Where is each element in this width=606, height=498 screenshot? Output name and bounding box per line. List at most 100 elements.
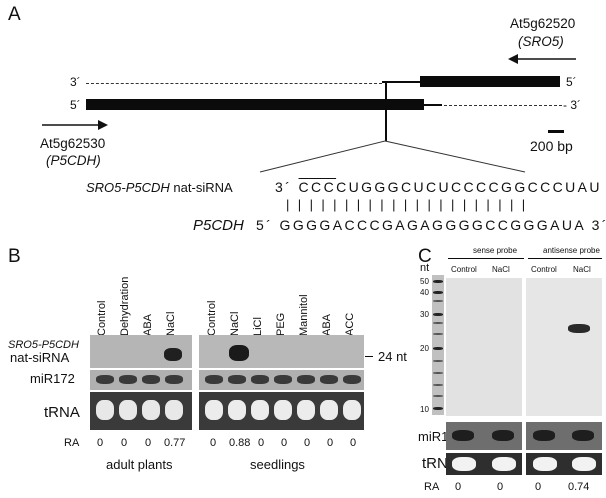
c-trna-band — [533, 457, 557, 471]
bottom-strand-5prime: 5´ — [70, 98, 81, 112]
mir172-band — [297, 375, 315, 384]
zoom-lines — [259, 140, 526, 173]
c-lane-label: NaCl — [573, 265, 591, 274]
mir172-band — [228, 375, 246, 384]
sense-probe-blot — [446, 278, 522, 416]
seedling-lane-label: Control — [206, 300, 218, 336]
ladder-label: 10 — [420, 405, 429, 414]
seedling-sirna-blot — [199, 335, 364, 368]
sense-probe-label: sense probe — [473, 246, 518, 255]
nt-label: nt — [420, 262, 430, 274]
ladder-band — [433, 333, 443, 335]
top-strand-5prime: 5´ — [566, 75, 577, 89]
seedling-ra: 0 — [350, 437, 357, 449]
adult-ra: 0.77 — [164, 437, 186, 449]
trna-band — [142, 400, 160, 420]
adult-lane-label: ABA — [142, 313, 154, 336]
panel-a-letter: A — [8, 4, 21, 25]
trna-band — [228, 400, 246, 420]
mir172-band — [96, 375, 114, 384]
trna-band — [205, 400, 223, 420]
sro5-exon-bar — [420, 76, 560, 87]
target-name: P5CDH — [193, 217, 244, 234]
adult-caption: adult plants — [106, 457, 173, 472]
top-strand-dashed — [86, 83, 382, 84]
seedling-ra: 0 — [304, 437, 311, 449]
scale-bar-label: 200 bp — [530, 138, 573, 154]
c-ra: 0 — [455, 481, 462, 493]
seedling-lane-label: ACC — [344, 312, 356, 336]
c-mir172-band — [452, 430, 474, 441]
c-trna-band — [492, 457, 516, 471]
c-lane-label: Control — [451, 265, 477, 274]
antisense-probe-rule — [528, 258, 602, 259]
seedling-ra: 0.88 — [229, 437, 251, 449]
antisense-probe-label: antisense probe — [543, 246, 600, 255]
seedling-ra: 0 — [210, 437, 217, 449]
target-5prime: 5´ — [256, 217, 274, 233]
ra-label-c: RA — [424, 481, 440, 493]
trna-band — [320, 400, 338, 420]
sirna-label: SRO5-P5CDH nat-siRNA — [86, 180, 233, 195]
c-ra: 0 — [497, 481, 504, 493]
ladder-band — [433, 313, 443, 316]
mir172-band — [165, 375, 183, 384]
mir172-band — [142, 375, 160, 384]
seedling-lane-label: ABA — [321, 313, 333, 336]
ladder-band — [433, 407, 443, 410]
panel-b-letter: B — [8, 246, 21, 267]
trna-band — [119, 400, 137, 420]
target-3prime: 3´ — [591, 217, 606, 233]
c-lane-label: Control — [531, 265, 557, 274]
mir172-band — [251, 375, 269, 384]
antisense-probe-blot — [526, 278, 602, 416]
seedling-lane-label: Mannitol — [298, 294, 310, 336]
trna-band — [343, 400, 361, 420]
sirna-suffix: nat-siRNA — [173, 180, 233, 195]
c-ra: 0 — [535, 481, 542, 493]
c-mir172-band — [492, 430, 514, 441]
ladder-label: 40 — [420, 288, 429, 297]
sirna-3prime: 3´ — [275, 179, 293, 195]
ladder-label: 20 — [420, 344, 429, 353]
panel-c-letter: C — [418, 246, 432, 267]
sense-probe-rule — [448, 258, 524, 259]
size-marker-tick — [365, 356, 373, 358]
adult-ra: 0 — [97, 437, 104, 449]
antisense-nacl-band — [568, 324, 590, 333]
ra-label-b: RA — [64, 437, 80, 449]
ladder-label: 30 — [420, 310, 429, 319]
sro5-gene-name: (SRO5) — [518, 34, 564, 49]
mir172-band — [274, 375, 292, 384]
ladder-band — [433, 360, 443, 362]
target-sequence-line: 5´ GGGGACCCGAGAGGGGCCGGGAUA 3´ — [256, 217, 606, 233]
ladder-band — [433, 322, 443, 324]
trna-band — [274, 400, 292, 420]
mir172-band — [119, 375, 137, 384]
sro5-direction-arrow — [508, 54, 576, 64]
p5cdh-gene-id: At5g62530 — [40, 136, 106, 151]
c-mir172-band — [533, 430, 555, 441]
trna-band — [251, 400, 269, 420]
bottom-strand-dashed — [444, 105, 562, 106]
adult-lane-label: NaCl — [165, 311, 177, 336]
mir172-band — [343, 375, 361, 384]
base-pairing: | | | | | | | | | | | | | | | | | | | | … — [286, 197, 528, 212]
sro5-gene-id: At5g62520 — [510, 16, 576, 31]
adult-ra: 0 — [145, 437, 152, 449]
size-marker-label: 24 nt — [378, 349, 407, 364]
row-label-mir172: miR172 — [30, 371, 75, 386]
p5cdh-direction-arrow — [42, 120, 108, 130]
adult-lane-label: Dehydration — [119, 276, 131, 336]
seedling-lane-label: PEG — [275, 312, 287, 336]
ladder-band — [433, 291, 443, 294]
sirna-name: SRO5-P5CDH — [86, 180, 170, 195]
c-trna-band — [572, 457, 596, 471]
target-sequence: GGGGACCCGAGAGGGGCCGGGAUA — [279, 217, 586, 233]
adult-sirna-band — [164, 348, 182, 361]
seedling-ra: 0 — [258, 437, 265, 449]
ladder-band — [433, 280, 443, 283]
bottom-strand-3prime: - 3´ — [563, 98, 581, 112]
row-label-trna: tRNA — [44, 404, 80, 421]
scale-bar — [548, 130, 564, 133]
